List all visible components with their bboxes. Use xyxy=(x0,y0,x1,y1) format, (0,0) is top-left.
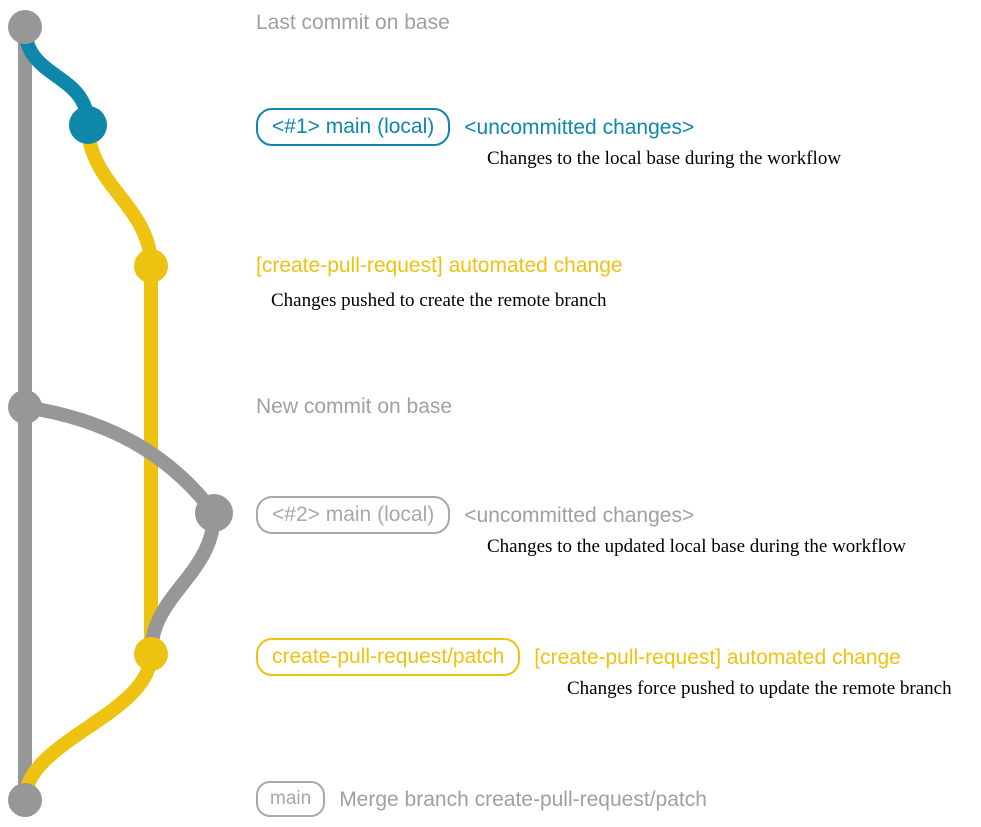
commit-subject: Merge branch create-pull-request/patch xyxy=(339,787,707,811)
commit-row-automated-change-2: create-pull-request/patch [create-pull-r… xyxy=(256,638,901,676)
commit-subject: <uncommitted changes> xyxy=(464,115,695,139)
edge-basenew-to-local2 xyxy=(18,400,221,520)
node-local-1 xyxy=(69,106,107,144)
ref-badge-main[interactable]: main xyxy=(256,781,326,817)
graph-edges xyxy=(18,20,221,807)
commit-row-merge-commit: main Merge branch create-pull-request/pa… xyxy=(256,781,707,817)
node-base-top xyxy=(8,10,42,44)
node-base-new xyxy=(8,390,42,424)
node-local-2 xyxy=(195,494,233,532)
commit-subject: <uncommitted changes> xyxy=(464,503,695,527)
graph-nodes xyxy=(8,10,233,817)
node-patch-2 xyxy=(134,637,168,671)
commit-subject: Last commit on base xyxy=(256,11,450,34)
commit-row-local-uncommitted-2: <#2> main (local) <uncommitted changes> xyxy=(256,496,694,534)
commit-subject: [create-pull-request] automated change xyxy=(256,254,623,277)
ref-badge-create-pull-request-patch[interactable]: create-pull-request/patch xyxy=(256,638,521,676)
commit-description-automated-change-1: Changes pushed to create the remote bran… xyxy=(271,290,607,311)
commit-row-last-commit-on-base: Last commit on base xyxy=(256,12,450,33)
node-base-merge xyxy=(8,783,42,817)
node-patch-1 xyxy=(134,249,168,283)
ref-badge-main-local-1[interactable]: <#1> main (local) xyxy=(256,108,451,146)
ref-badge-main-local-2[interactable]: <#2> main (local) xyxy=(256,496,451,534)
commit-description-local-uncommitted-2: Changes to the updated local base during… xyxy=(487,536,906,557)
commit-row-new-commit-on-base: New commit on base xyxy=(256,396,452,417)
commit-subject: [create-pull-request] automated change xyxy=(534,645,901,669)
commit-description-automated-change-2: Changes force pushed to update the remot… xyxy=(567,678,952,699)
edge-local1-to-patch1 xyxy=(81,118,158,273)
edge-local2-to-patch2 xyxy=(144,506,221,661)
edge-patch2-to-merge xyxy=(18,647,158,807)
commit-subject: New commit on base xyxy=(256,395,453,418)
commit-row-local-uncommitted-1: <#1> main (local) <uncommitted changes> xyxy=(256,108,694,146)
commit-row-automated-change-1: [create-pull-request] automated change xyxy=(256,255,623,276)
commit-description-local-uncommitted-1: Changes to the local base during the wor… xyxy=(487,148,842,169)
